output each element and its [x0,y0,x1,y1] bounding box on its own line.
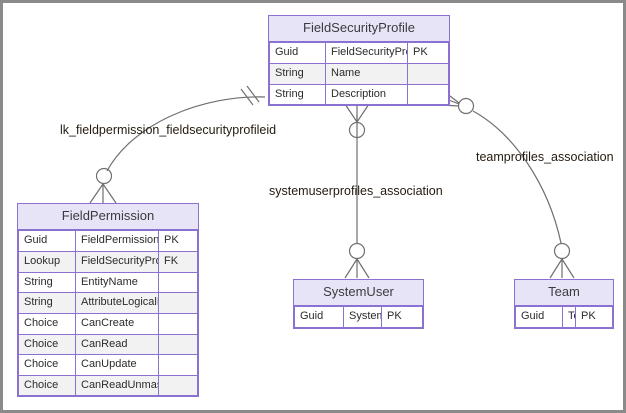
relationship-label-teamprofiles: teamprofiles_association [476,150,614,164]
attribute-type: Guid [294,306,344,328]
attribute-key [158,271,198,294]
attribute-table: Guid FieldSecurityProfileId PK String Na… [269,42,449,106]
attribute-type: Choice [18,374,76,397]
relationship-label-systemuserprofiles: systemuserprofiles_association [269,184,443,198]
attribute-key [158,354,198,376]
attribute-name: FieldSecurityProfileId [75,250,159,273]
attribute-key: PK [575,306,613,328]
attribute-row: String Name [269,62,449,85]
attribute-row: Choice CanReadUnmasked [18,374,198,397]
attribute-type: String [269,62,326,85]
attribute-key: FK [158,250,198,273]
cardinality-many-crowsfoot-su [344,258,370,279]
entity-title: Team [515,280,613,307]
cardinality-zero-circle-fsp-bottom [348,121,366,139]
attribute-key [158,292,198,314]
cardinality-zero-circle-fsp-right [457,97,475,115]
attribute-type: Guid [515,306,563,328]
attribute-row: Lookup FieldSecurityProfileId FK [18,250,198,273]
attribute-row: String EntityName [18,271,198,294]
attribute-type: Choice [18,333,76,356]
attribute-row: Choice CanCreate [18,312,198,335]
attribute-table: Guid FieldPermissionId PK Lookup FieldSe… [18,230,198,397]
attribute-key [407,83,449,106]
attribute-key: PK [407,42,449,64]
cardinality-zero-circle-team [553,242,571,260]
attribute-row: Guid FieldSecurityProfileId PK [269,42,449,64]
attribute-name: FieldSecurityProfileId [325,42,408,64]
entity-title: SystemUser [294,280,423,307]
relationship-label-lk-fieldpermission: lk_fieldpermission_fieldsecurityprofilei… [60,123,277,137]
connector-line-teamprofiles [472,110,562,244]
cardinality-one-tick-b [246,85,260,103]
attribute-type: String [269,83,326,106]
attribute-name: TeamID [562,306,576,328]
attribute-type: Guid [269,42,326,64]
attribute-key [407,62,449,85]
attribute-name: CanCreate [75,312,159,335]
attribute-name: SystemUserId [343,306,382,328]
attribute-row: Guid TeamID PK [515,306,613,328]
attribute-row: Choice CanUpdate [18,354,198,376]
attribute-row: String AttributeLogicalName [18,292,198,314]
entity-title: FieldSecurityProfile [269,16,449,43]
cardinality-one-tick-a [240,88,254,106]
entity-systemuser[interactable]: SystemUser Guid SystemUserId PK [293,279,424,329]
attribute-name: Description [325,83,408,106]
cardinality-many-crowsfoot-fp [89,183,117,204]
attribute-table: Guid TeamID PK [515,306,613,328]
attribute-row: Guid FieldPermissionId PK [18,230,198,252]
attribute-type: Guid [18,230,76,252]
attribute-type: Lookup [18,250,76,273]
attribute-row: String Description [269,83,449,106]
attribute-name: CanRead [75,333,159,356]
entity-team[interactable]: Team Guid TeamID PK [514,279,614,329]
attribute-table: Guid SystemUserId PK [294,306,423,328]
attribute-name: Name [325,62,408,85]
attribute-key [158,333,198,356]
attribute-key [158,312,198,335]
attribute-key [158,374,198,397]
attribute-row: Choice CanRead [18,333,198,356]
entity-title: FieldPermission [18,204,198,231]
cardinality-many-crowsfoot-fsp-bottom [344,103,370,123]
attribute-key: PK [381,306,423,328]
attribute-name: FieldPermissionId [75,230,159,252]
attribute-name: EntityName [75,271,159,294]
attribute-type: String [18,271,76,294]
cardinality-zero-circle-su [348,242,366,260]
cardinality-zero-circle-fp [95,167,113,185]
attribute-name: CanUpdate [75,354,159,376]
attribute-type: Choice [18,312,76,335]
attribute-name: CanReadUnmasked [75,374,159,397]
attribute-type: Choice [18,354,76,376]
cardinality-many-crowsfoot-team [549,258,575,279]
attribute-name: AttributeLogicalName [75,292,159,314]
entity-fieldsecurityprofile[interactable]: FieldSecurityProfile Guid FieldSecurityP… [268,15,450,107]
attribute-row: Guid SystemUserId PK [294,306,423,328]
attribute-key: PK [158,230,198,252]
entity-fieldpermission[interactable]: FieldPermission Guid FieldPermissionId P… [17,203,199,398]
attribute-type: String [18,292,76,314]
